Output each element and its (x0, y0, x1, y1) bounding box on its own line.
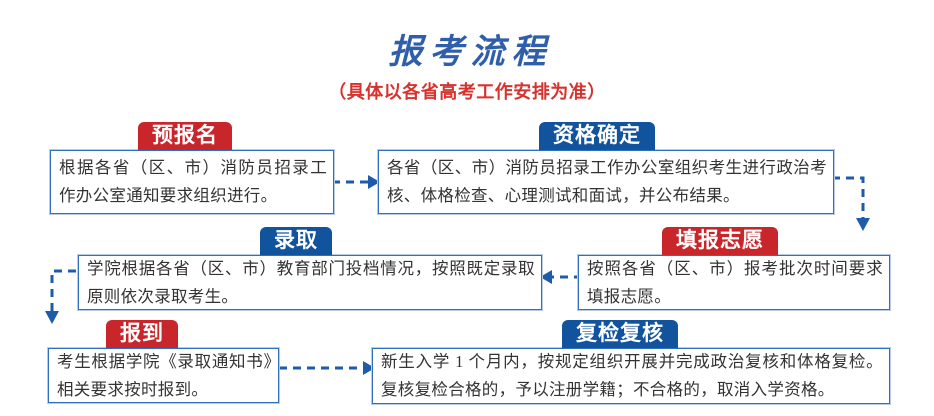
node-badge-pre-register: 预报名 (138, 122, 232, 150)
node-fill-application: 填报志愿 按照各省（区、市）报考批次时间要求填报志愿。 (577, 227, 891, 311)
node-badge-qualification: 资格确定 (539, 122, 655, 150)
node-badge-admission: 录取 (260, 227, 332, 255)
node-badge-report-in: 报到 (106, 320, 178, 348)
node-admission: 录取 学院根据各省（区、市）教育部门投档情况，按照既定录取原则依次录取考生。 (77, 227, 543, 311)
node-text-pre-register: 根据各省（区、市）消防员招录工作办公室通知要求组织进行。 (59, 158, 327, 205)
node-text-report-in: 考生根据学院《录取通知书》相关要求按时报到。 (57, 351, 272, 399)
node-text-fill-application: 按照各省（区、市）报考批次时间要求填报志愿。 (587, 258, 883, 306)
node-body-qualification: 各省（区、市）消防员招录工作办公室组织考生进行政治考核、体格检查、心理测试和面试… (377, 149, 835, 215)
node-text-admission: 学院根据各省（区、市）教育部门投档情况，按照既定录取原则依次录取考生。 (87, 258, 535, 306)
connector-qualification-to-fill-application (830, 170, 900, 240)
node-body-fill-application: 按照各省（区、市）报考批次时间要求填报志愿。 (577, 254, 891, 311)
connector-fill-application-to-admission (536, 267, 584, 287)
connector-pre-register-to-qualification (330, 172, 386, 192)
node-pre-register: 预报名 根据各省（区、市）消防员招录工作办公室通知要求组织进行。 (49, 122, 335, 215)
page-title: 报考流程 (388, 34, 553, 71)
node-text-reexamination: 新生入学 1 个月内，按规定组织开展并完成政治复核和体格复检。复核复检合格的，予… (381, 352, 883, 399)
node-text-qualification: 各省（区、市）消防员招录工作办公室组织考生进行政治考核、体格检查、心理测试和面试… (387, 158, 827, 205)
node-reexamination: 复检复核 新生入学 1 个月内，按规定组织开展并完成政治复核和体格复检。复核复检… (371, 320, 891, 405)
connector-admission-to-report-in (40, 263, 96, 333)
node-qualification: 资格确定 各省（区、市）消防员招录工作办公室组织考生进行政治考核、体格检查、心理… (377, 122, 835, 215)
node-body-pre-register: 根据各省（区、市）消防员招录工作办公室通知要求组织进行。 (49, 149, 335, 215)
node-body-admission: 学院根据各省（区、市）教育部门投档情况，按照既定录取原则依次录取考生。 (77, 254, 543, 311)
node-body-report-in: 考生根据学院《录取通知书》相关要求按时报到。 (47, 347, 280, 404)
node-body-reexamination: 新生入学 1 个月内，按规定组织开展并完成政治复核和体格复检。复核复检合格的，予… (371, 347, 891, 405)
node-report-in: 报到 考生根据学院《录取通知书》相关要求按时报到。 (47, 320, 280, 404)
connector-report-in-to-reexamination (277, 358, 381, 378)
node-badge-fill-application: 填报志愿 (662, 227, 778, 255)
page-subtitle: （具体以各省高考工作安排为准） (328, 82, 606, 102)
node-badge-reexamination: 复检复核 (562, 320, 678, 348)
